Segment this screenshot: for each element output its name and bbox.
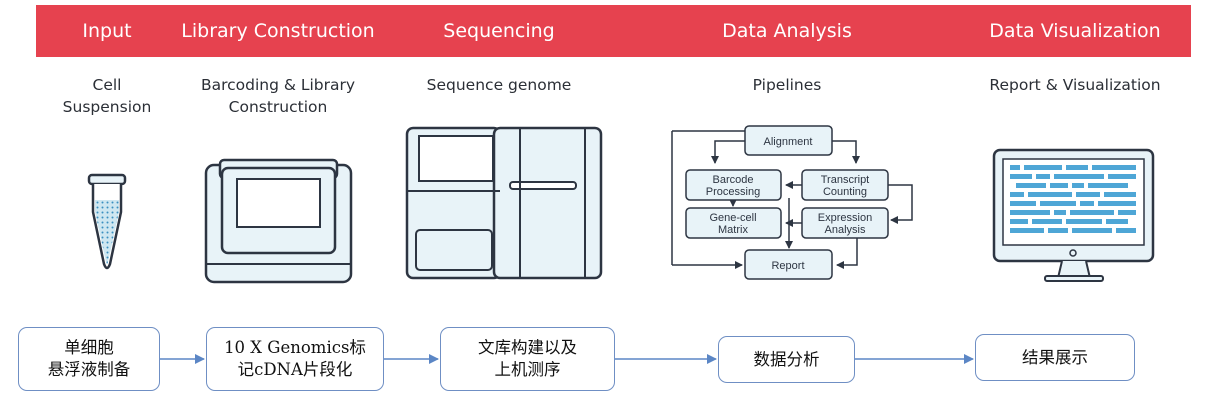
report-label: Report [771,260,804,272]
step-label: 单细胞 悬浮液制备 [47,338,131,379]
stage-subtitle-sequencing: Sequence genome [426,76,572,94]
alignment-node [744,125,833,156]
barcode-processing-node [685,169,782,201]
sequencer-icon [405,126,603,280]
stage-subtitle-input: Cell Suspension [62,76,152,116]
step-label: 数据分析 [753,349,820,369]
step-library-sequencing: 文库构建以及 上机测序 [440,327,615,391]
expression-analysis-node [801,207,889,239]
transcript-counting-label-line1: Transcript [821,174,870,186]
stage-subtitle-data-analysis: Pipelines [752,76,822,94]
step-result-display: 结果展示 [975,334,1135,381]
step-cell-suspension-prep: 单细胞 悬浮液制备 [18,327,160,391]
barcode-processing-label-line1: Barcode [713,174,754,186]
alignment-label: Alignment [764,136,813,148]
pipeline-flowchart [671,130,913,269]
report-node [744,249,833,280]
barcode-processing-label-line2: Processing [706,186,760,198]
monitor-icon [992,148,1155,282]
step-label: 结果展示 [1022,347,1088,367]
expression-analysis-label-line2: Analysis [825,224,866,236]
stage-title-library-construction: Library Construction [181,20,375,42]
stage-title-data-visualization: Data Visualization [989,20,1161,42]
stage-title-data-analysis: Data Analysis [722,20,852,42]
stage-header-banner [36,5,1191,57]
stage-subtitle-library-construction: Barcoding & Library Construction [200,76,356,116]
transcript-counting-node [801,169,889,201]
gene-cell-matrix-label-line1: Gene-cell [709,212,756,224]
expression-analysis-label-line1: Expression [818,212,872,224]
screen-text-lines [1010,165,1136,233]
step-data-analysis: 数据分析 [718,336,855,383]
gene-cell-matrix-label-line2: Matrix [718,224,748,236]
library-instrument-icon [204,158,353,284]
gene-cell-matrix-node [685,207,782,239]
stage-subtitle-data-visualization: Report & Visualization [989,76,1161,94]
step-label: 10 X Genomics标 记cDNA片段化 [224,338,366,379]
step-label: 文库构建以及 上机测序 [478,338,577,379]
pipeline-node-boxes [685,125,889,280]
transcript-counting-label-line2: Counting [823,186,867,198]
stage-title-input: Input [82,20,132,42]
stage-title-sequencing: Sequencing [443,20,555,42]
step-10x-genomics-barcoding: 10 X Genomics标 记cDNA片段化 [206,327,384,391]
test-tube-icon [87,173,127,270]
